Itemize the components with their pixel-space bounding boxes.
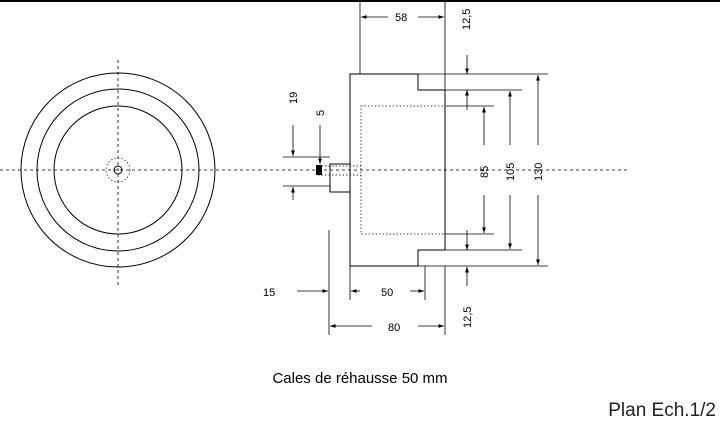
inner-hidden-bore (360, 105, 446, 235)
dim-50-label: 50 (381, 287, 393, 299)
dim-80-label: 80 (388, 322, 400, 334)
dim-85-label: 85 (479, 166, 491, 178)
pin (316, 165, 322, 175)
side-view (283, 0, 548, 335)
dim-12-5-bottom-label: 12,5 (462, 307, 474, 328)
dim-15-label: 15 (263, 287, 275, 299)
dim-58-label: 58 (395, 12, 407, 24)
front-view (20, 60, 216, 285)
dim-12-5-top-label: 12,5 (461, 9, 473, 30)
drawing-caption: Cales de réhausse 50 mm (272, 370, 448, 387)
dim-5-label: 5 (315, 110, 327, 116)
scale-label: Plan Ech.1/2 (608, 400, 716, 421)
dim-130-label: 130 (533, 163, 545, 181)
dim-19-label: 19 (288, 92, 300, 104)
dim-105-label: 105 (505, 163, 517, 181)
